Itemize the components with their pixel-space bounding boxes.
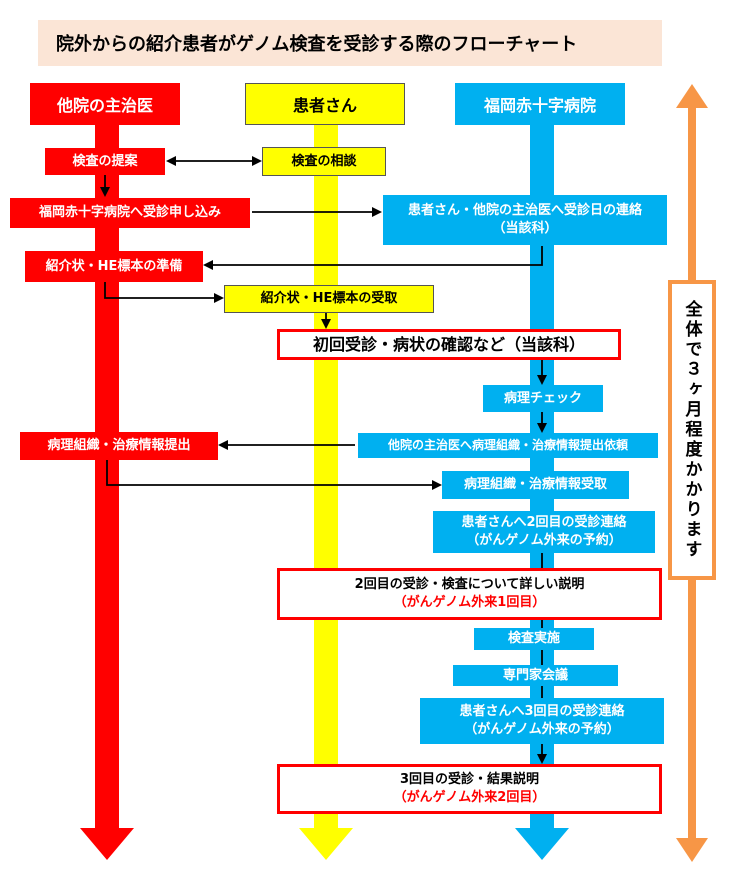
step-exam-proposal: 検査の提案 (45, 148, 165, 175)
connector-s9-s11 (106, 460, 442, 490)
step-notify-date-line2: （当該科） (492, 221, 558, 236)
step-prepare-referral: 紹介状・HE標本の準備 (25, 251, 203, 282)
step-second-visit-line2: （がんゲノム外来1回目） (393, 595, 546, 610)
step-submit-pathology: 病理組織・治療情報提出 (20, 432, 218, 460)
step-notify-second-visit: 患者さんへ2回目の受診連絡 （がんゲノム外来の予約） (433, 511, 655, 553)
step-run-test: 検査実施 (474, 628, 594, 650)
step-second-visit: 2回目の受診・検査について詳しい説明 （がんゲノム外来1回目） (277, 568, 662, 620)
doctor-lane-arrowhead (80, 828, 134, 860)
duration-arrow-top-head (676, 84, 708, 108)
step-pathology-check: 病理チェック (483, 385, 603, 412)
step-third-visit: 3回目の受診・結果説明 （がんゲノム外来2回目） (277, 764, 662, 814)
step-notify-third-visit-line1: 患者さんへ3回目の受診連絡 (459, 704, 625, 720)
step-third-visit-line1: 3回目の受診・結果説明 (399, 772, 540, 788)
patient-lane-arrow (314, 125, 338, 830)
step-notify-date: 患者さん・他院の主治医へ受診日の連絡 （当該科） (383, 195, 667, 245)
step-expert-panel: 専門家会議 (453, 665, 618, 686)
step-second-visit-line1: 2回目の受診・検査について詳しい説明 (354, 577, 585, 593)
duration-note-box: 全体で３ヶ月程度かかります (668, 280, 716, 580)
lane-header-doctor: 他院の主治医 (30, 83, 180, 125)
step-notify-second-visit-line2: （がんゲノム外来の予約） (466, 533, 622, 548)
connector-s4-s5 (203, 246, 543, 270)
step-notify-third-visit-line2: （がんゲノム外来の予約） (464, 722, 620, 737)
hospital-lane-arrowhead (515, 828, 569, 860)
lane-header-hospital: 福岡赤十字病院 (455, 83, 625, 125)
step-exam-consultation: 検査の相談 (262, 147, 386, 176)
connector-s5-s6 (104, 282, 224, 303)
step-application: 福岡赤十字病院へ受診申し込み (10, 198, 250, 228)
page-title: 院外からの紹介患者がゲノム検査を受診する際のフローチャート (38, 20, 662, 66)
step-notify-third-visit: 患者さんへ3回目の受診連絡 （がんゲノム外来の予約） (420, 698, 664, 744)
step-first-visit: 初回受診・病状の確認など（当該科） (277, 329, 621, 360)
step-notify-date-line1: 患者さん・他院の主治医へ受診日の連絡 (407, 203, 642, 219)
lane-header-patient: 患者さん (245, 83, 405, 125)
step-request-pathology: 他院の主治医へ病理組織・治療情報提出依頼 (358, 433, 658, 458)
step-notify-second-visit-line1: 患者さんへ2回目の受診連絡 (461, 515, 627, 531)
step-receive-pathology: 病理組織・治療情報受取 (442, 471, 629, 499)
step-third-visit-line2: （がんゲノム外来2回目） (393, 790, 546, 805)
duration-arrow-bottom-head (676, 838, 708, 862)
duration-note: 全体で３ヶ月程度かかります (681, 300, 702, 560)
patient-lane-arrowhead (299, 828, 353, 860)
step-receive-referral: 紹介状・HE標本の受取 (224, 285, 434, 313)
